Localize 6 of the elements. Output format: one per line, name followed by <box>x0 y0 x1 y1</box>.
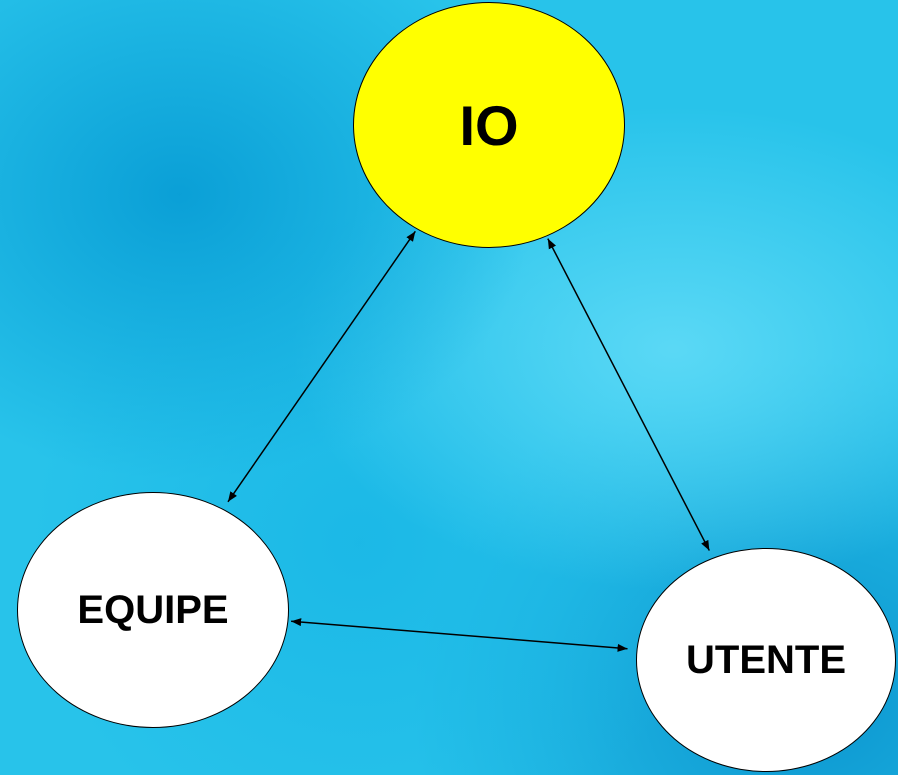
node-label: IO <box>459 92 519 158</box>
double-arrow <box>227 230 416 502</box>
node-label: UTENTE <box>686 638 846 682</box>
double-arrow <box>547 238 710 551</box>
double-arrow <box>291 618 628 652</box>
node-label: EQUIPE <box>77 588 229 632</box>
